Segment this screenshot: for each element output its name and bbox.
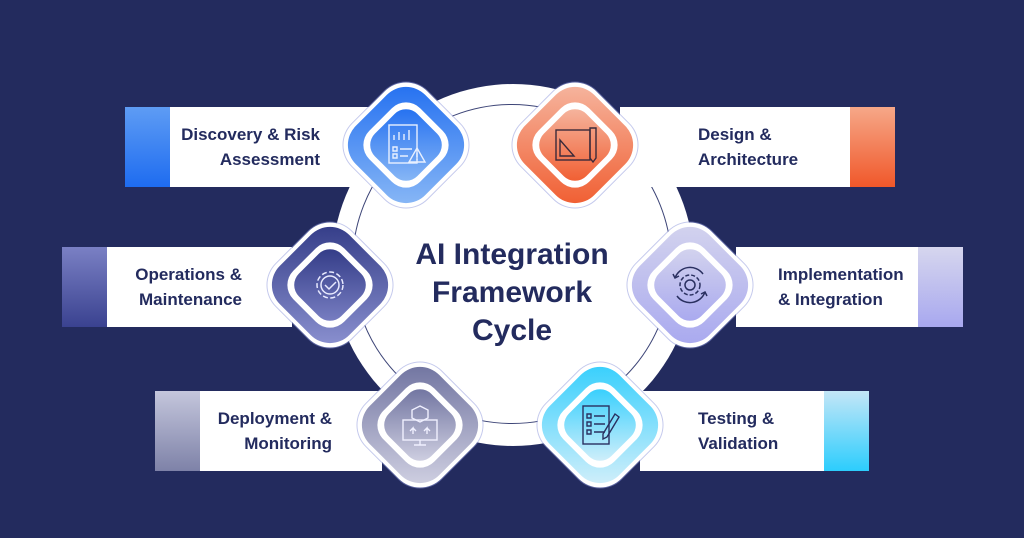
- design-color-bar: [850, 107, 895, 187]
- gear-sync-icon: [672, 266, 708, 304]
- deployment-diamond: [345, 350, 495, 500]
- discovery-color-bar: [125, 107, 170, 187]
- testing-diamond: [525, 350, 675, 500]
- stage-deployment-label: Deployment & Monitoring: [200, 391, 382, 471]
- label-line: Implementation: [778, 265, 904, 284]
- label-line: Assessment: [219, 150, 320, 169]
- implementation-color-bar: [918, 247, 963, 327]
- operations-color-bar: [62, 247, 107, 327]
- implementation-diamond: [615, 210, 765, 360]
- operations-diamond: [255, 210, 405, 360]
- stage-testing-label: Testing & Validation: [640, 391, 824, 471]
- deploy-monitor-icon: [402, 405, 438, 446]
- label-line: Testing &: [698, 409, 775, 428]
- testing-color-bar: [824, 391, 869, 471]
- label-line: Operations &: [135, 265, 242, 284]
- discovery-diamond: [331, 70, 481, 220]
- label-line: Discovery & Risk: [181, 125, 320, 144]
- title-line: AI Integration: [415, 238, 609, 271]
- label-line: Maintenance: [139, 290, 242, 309]
- label-line: & Integration: [778, 290, 883, 309]
- label-line: Monitoring: [244, 434, 332, 453]
- stage-operations-label: Operations & Maintenance: [107, 247, 292, 327]
- title-line: Cycle: [471, 314, 553, 347]
- checklist-pen-icon: [582, 405, 620, 445]
- gear-check-icon: [316, 271, 344, 299]
- stage-implementation-label: Implementation & Integration: [736, 247, 918, 327]
- deployment-color-bar: [155, 391, 200, 471]
- label-line: Validation: [698, 434, 779, 453]
- stage-design-label: Design & Architecture: [620, 107, 850, 187]
- label-line: Architecture: [698, 150, 799, 169]
- label-line: Deployment &: [217, 409, 332, 428]
- report-warning-icon: [388, 124, 427, 164]
- title-line: Framework: [431, 276, 593, 309]
- blueprint-icon: [555, 127, 597, 164]
- design-diamond: [500, 70, 650, 220]
- label-line: Design &: [698, 125, 772, 144]
- diagram-title: AI Integration Framework Cycle: [392, 236, 632, 350]
